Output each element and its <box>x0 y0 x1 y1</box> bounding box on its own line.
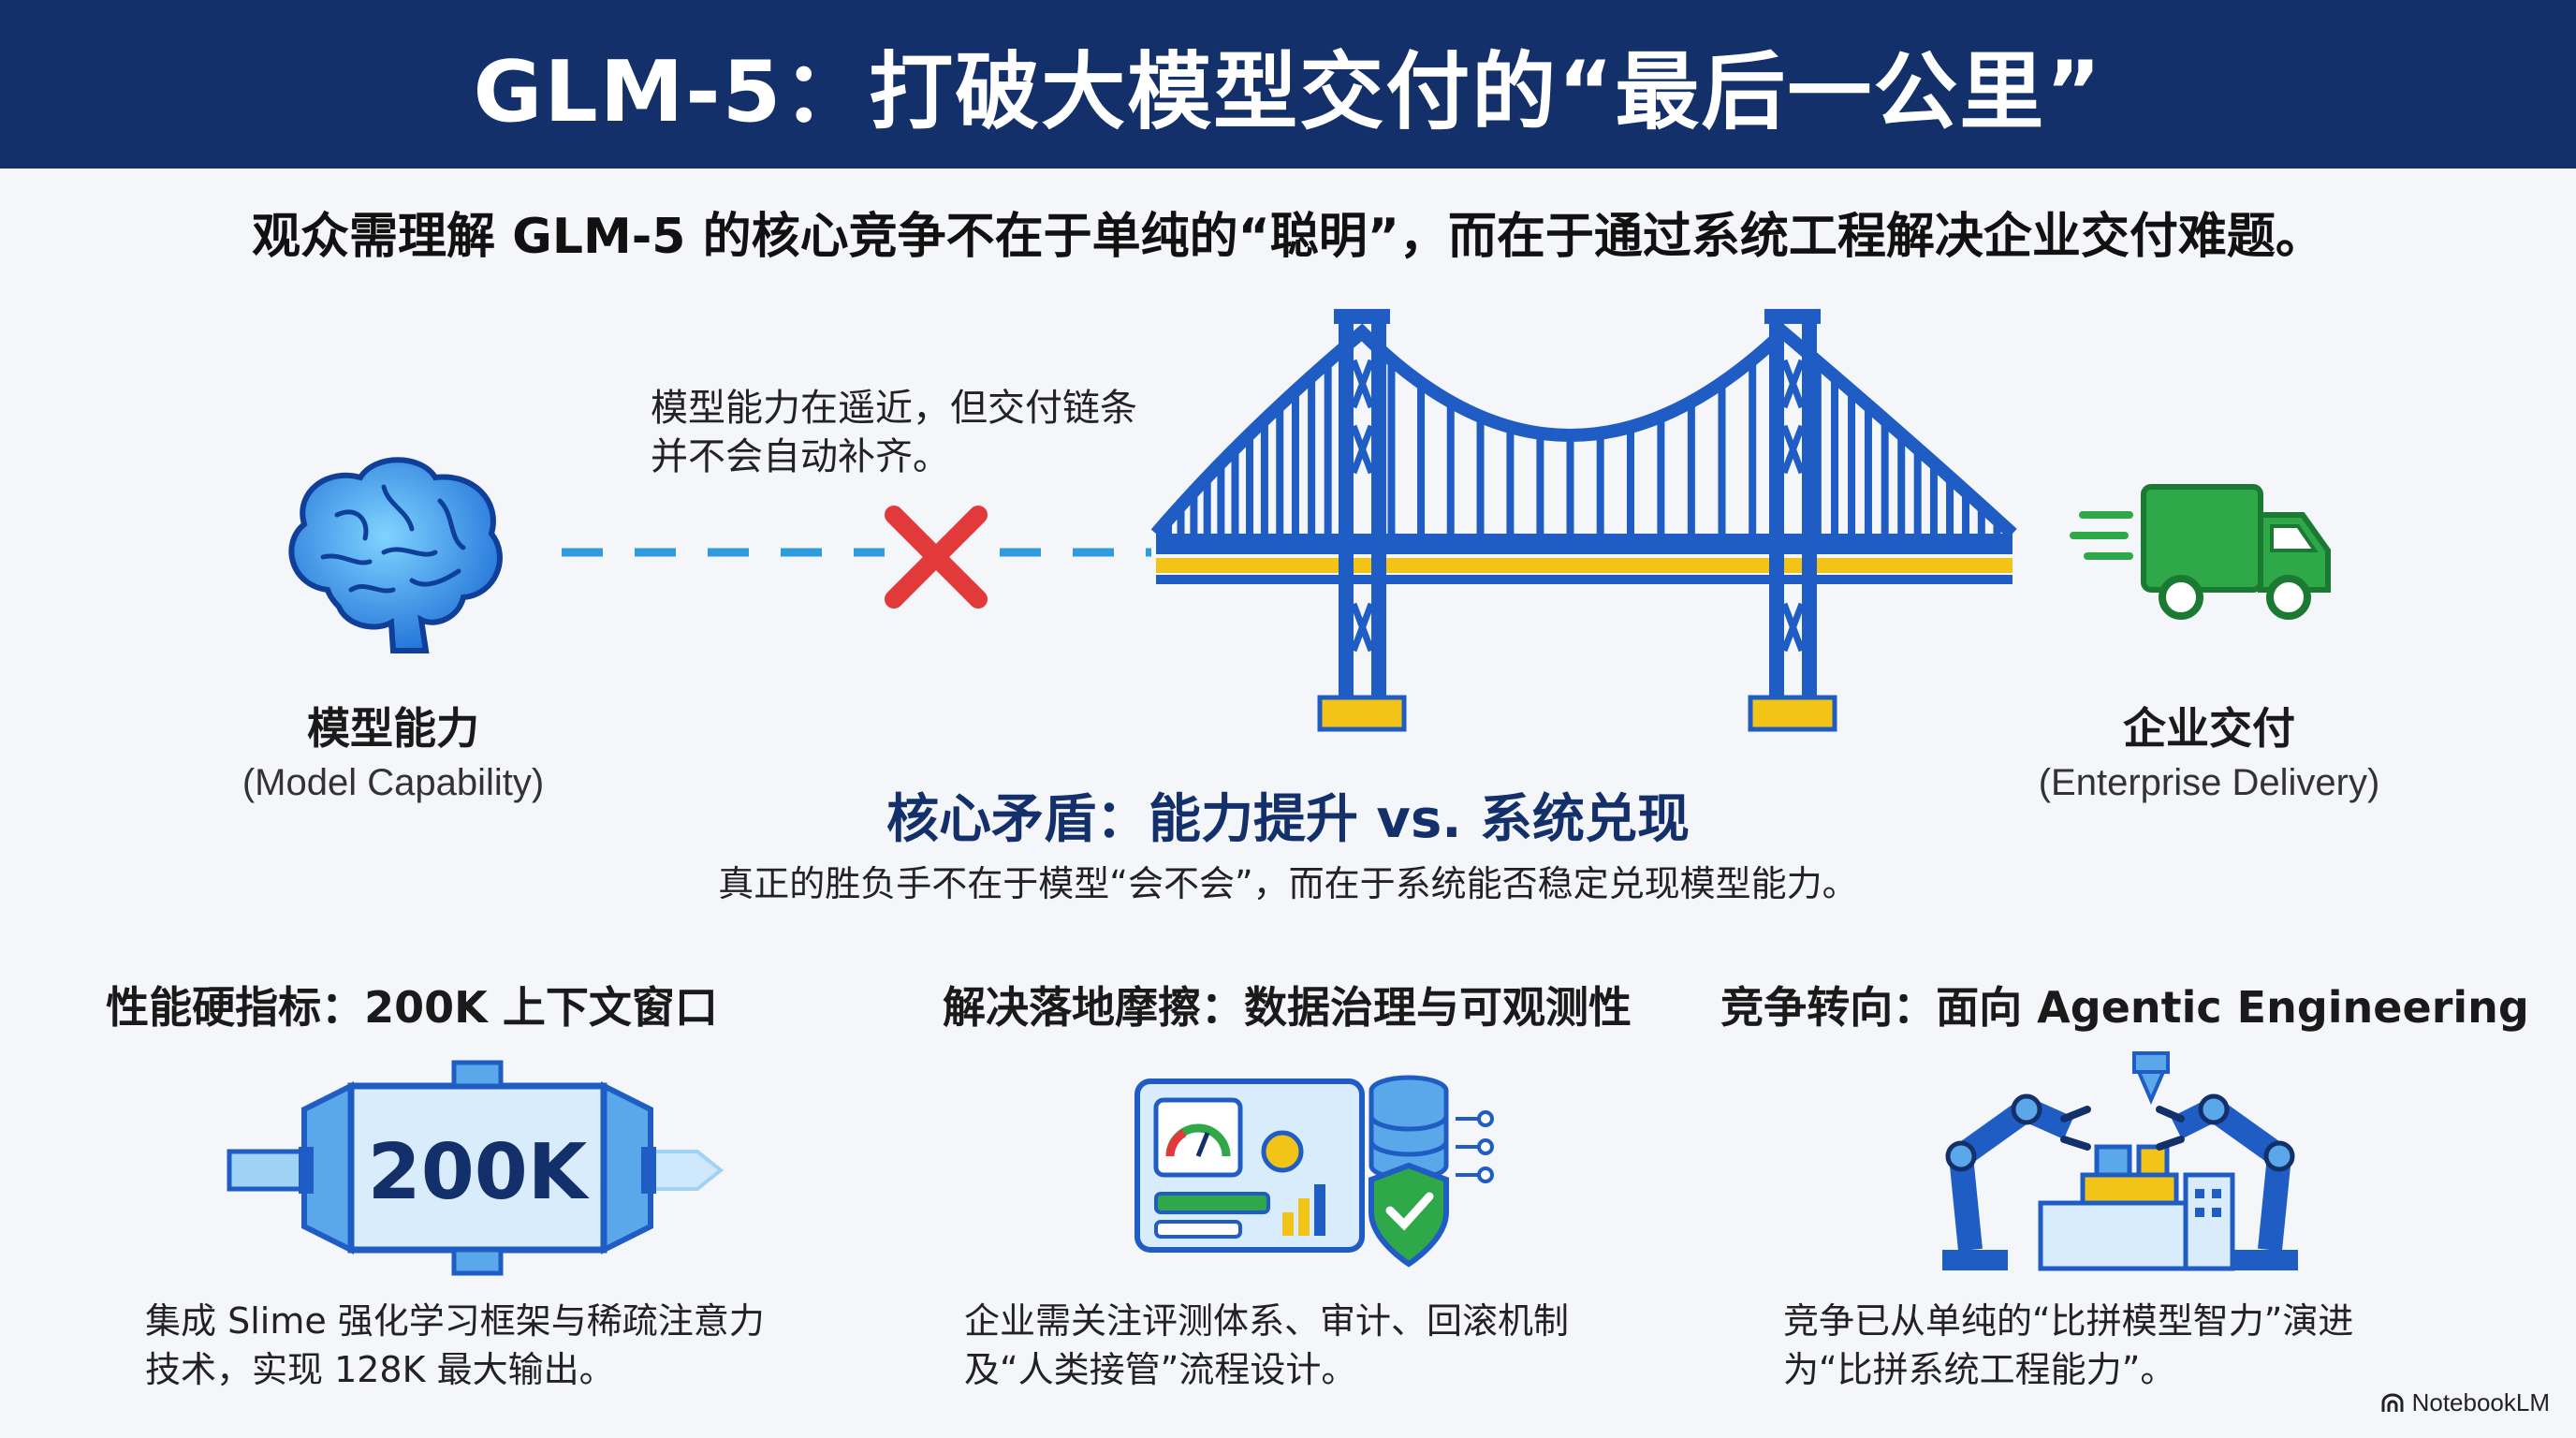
context-window-pipe-icon: 200K <box>227 1060 724 1276</box>
gap-note-line1: 模型能力在遥近，但交付链条 <box>651 387 1137 430</box>
suspension-bridge-icon <box>1150 309 2017 732</box>
pillar-1-desc: 集成 Slime 强化学习框架与稀疏注意力 技术，实现 128K 最大输出。 <box>145 1297 856 1394</box>
robot-arms-factory-icon <box>1942 1051 2298 1271</box>
pillar-2-title: 解决落地摩擦：数据治理与可观测性 <box>943 982 1632 1033</box>
notebooklm-logo-icon <box>2381 1393 2404 1412</box>
model-capability-en: (Model Capability) <box>242 762 545 803</box>
pillar-2-desc-line1: 企业需关注评测体系、审计、回滚机制 <box>964 1300 1570 1342</box>
model-capability-label: 模型能力 (Model Capability) <box>206 695 580 804</box>
pillar-1-desc-line2: 技术，实现 128K 最大输出。 <box>145 1349 615 1390</box>
pillar-1-title: 性能硬指标：200K 上下文窗口 <box>106 982 718 1033</box>
pillar-1-desc-line1: 集成 Slime 强化学习框架与稀疏注意力 <box>145 1300 765 1342</box>
gap-note-line2: 并不会自动补齐。 <box>651 435 950 478</box>
subtitle: 观众需理解 GLM-5 的核心竞争不在于单纯的“聪明”，而在于通过系统工程解决企… <box>252 209 2324 265</box>
pillar-3-desc-line1: 竞争已从单纯的“比拼模型智力”演进 <box>1783 1300 2354 1342</box>
data-governance-dashboard-icon <box>1134 1075 1494 1268</box>
pillar-3-desc: 竞争已从单纯的“比拼模型智力”演进 为“比拼系统工程能力”。 <box>1783 1297 2495 1394</box>
bridge-tower-right <box>1748 309 1837 732</box>
core-conflict-title: 核心矛盾：能力提升 vs. 系统兑现 <box>886 789 1690 850</box>
core-conflict-desc: 真正的胜负手不在于模型“会不会”，而在于系统能否稳定兑现模型能力。 <box>718 863 1858 904</box>
brand-label: NotebookLM <box>2411 1388 2550 1416</box>
delivery-truck-icon <box>2070 484 2331 620</box>
pillar-3-desc-line2: 为“比拼系统工程能力”。 <box>1783 1349 2176 1390</box>
title-banner: GLM-5：打破大模型交付的“最后一公里” <box>0 0 2576 169</box>
notebooklm-brand: NotebookLM <box>2380 1388 2550 1417</box>
pillar-3-title: 竞争转向：面向 Agentic Engineering <box>1720 982 2529 1033</box>
pillar-2-desc: 企业需关注评测体系、审计、回滚机制 及“人类接管”流程设计。 <box>964 1297 1676 1394</box>
pillar-1-badge: 200K <box>368 1128 591 1217</box>
broken-link-connector <box>562 548 1151 557</box>
enterprise-delivery-en: (Enterprise Delivery) <box>2038 762 2380 803</box>
pillar-2-desc-line2: 及“人类接管”流程设计。 <box>964 1349 1357 1390</box>
gap-note: 模型能力在遥近，但交付链条 并不会自动补齐。 <box>651 384 1175 481</box>
model-capability-zh: 模型能力 <box>307 703 479 754</box>
enterprise-delivery-zh: 企业交付 <box>2123 703 2295 754</box>
red-x-icon <box>885 506 988 609</box>
brain-icon <box>288 457 503 653</box>
enterprise-delivery-label: 企业交付 (Enterprise Delivery) <box>1994 695 2424 804</box>
bridge-tower-left <box>1317 309 1407 732</box>
page-title: GLM-5：打破大模型交付的“最后一公里” <box>473 43 2103 141</box>
